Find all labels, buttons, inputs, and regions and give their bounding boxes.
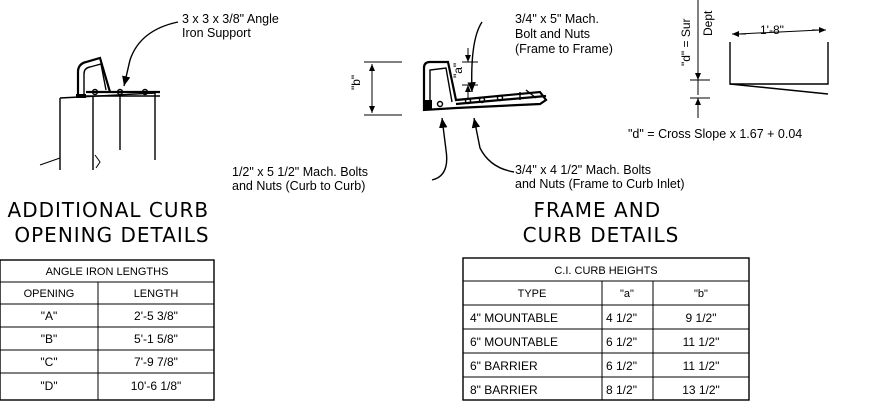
angle-table-title: ANGLE IRON LENGTHS <box>46 266 169 278</box>
frame-curb-detail <box>364 21 548 181</box>
dim-depth-label: Dept <box>701 10 715 36</box>
angle-table-rows: "A" 2'-5 3/8" "B" 5'-1 5/8" "C" 7'-9 7/8… <box>40 309 181 393</box>
bolt-frame-to-frame-label: 3/4" x 5" Mach. Bolt and Nuts (Frame to … <box>515 12 613 56</box>
bolt-curb-to-curb-label: 1/2" x 5 1/2" Mach. Bolts and Nuts (Curb… <box>232 165 372 193</box>
dim-a-label: "a" <box>451 63 465 78</box>
frame-title: FRAME AND CURB DETAILS <box>523 198 680 247</box>
curb-table-rows: 4" MOUNTABLE 4 1/2" 9 1/2" 6" MOUNTABLE … <box>470 311 720 397</box>
curb-table-header-b: "b" <box>694 288 708 300</box>
table-cell: 6 1/2" <box>606 359 637 373</box>
table-cell: 5'-1 5/8" <box>134 332 178 346</box>
table-cell: 6 1/2" <box>606 335 637 349</box>
angle-iron-detail <box>39 21 179 170</box>
angle-support-label: 3 x 3 x 3/8" Angle Iron Support <box>182 12 282 40</box>
cross-slope-detail <box>690 0 829 118</box>
curb-table-header-type: TYPE <box>518 288 547 300</box>
table-cell: "B" <box>41 332 58 346</box>
bolt-frame-to-inlet-label: 3/4" x 4 1/2" Mach. Bolts and Nuts (Fram… <box>515 163 685 191</box>
table-cell: 4" MOUNTABLE <box>470 311 558 325</box>
table-cell: "A" <box>41 309 58 323</box>
table-cell: 10'-6 1/8" <box>131 379 182 393</box>
table-cell: 7'-9 7/8" <box>134 355 178 369</box>
dim-d-equals-label: "d" = Sur <box>679 18 693 66</box>
table-cell: "C" <box>40 355 57 369</box>
angle-table-header-length: LENGTH <box>134 288 179 300</box>
table-cell: "D" <box>40 379 57 393</box>
table-cell: 6" BARRIER <box>470 359 538 373</box>
curb-heights-table <box>462 257 750 401</box>
angle-iron-table <box>0 259 215 401</box>
table-cell: 4 1/2" <box>606 311 637 325</box>
additional-title: ADDITIONAL CURB OPENING DETAILS <box>8 198 217 247</box>
curb-table-title: C.I. CURB HEIGHTS <box>554 265 657 277</box>
table-cell: 9 1/2" <box>686 311 717 325</box>
table-cell: 8 1/2" <box>606 383 637 397</box>
table-cell: 2'-5 3/8" <box>134 309 178 323</box>
table-cell: 13 1/2" <box>682 383 720 397</box>
table-cell: 11 1/2" <box>683 335 720 349</box>
table-cell: 6" MOUNTABLE <box>470 335 558 349</box>
curb-table-header-a: "a" <box>620 288 634 300</box>
angle-table-header-opening: OPENING <box>24 288 75 300</box>
table-cell: 8" BARRIER <box>470 383 538 397</box>
dim-b-label: "b" <box>349 75 363 90</box>
cross-slope-formula: "d" = Cross Slope x 1.67 + 0.04 <box>628 127 802 141</box>
dim-length-label: 1'-8" <box>760 23 784 37</box>
table-cell: 11 1/2" <box>683 359 720 373</box>
